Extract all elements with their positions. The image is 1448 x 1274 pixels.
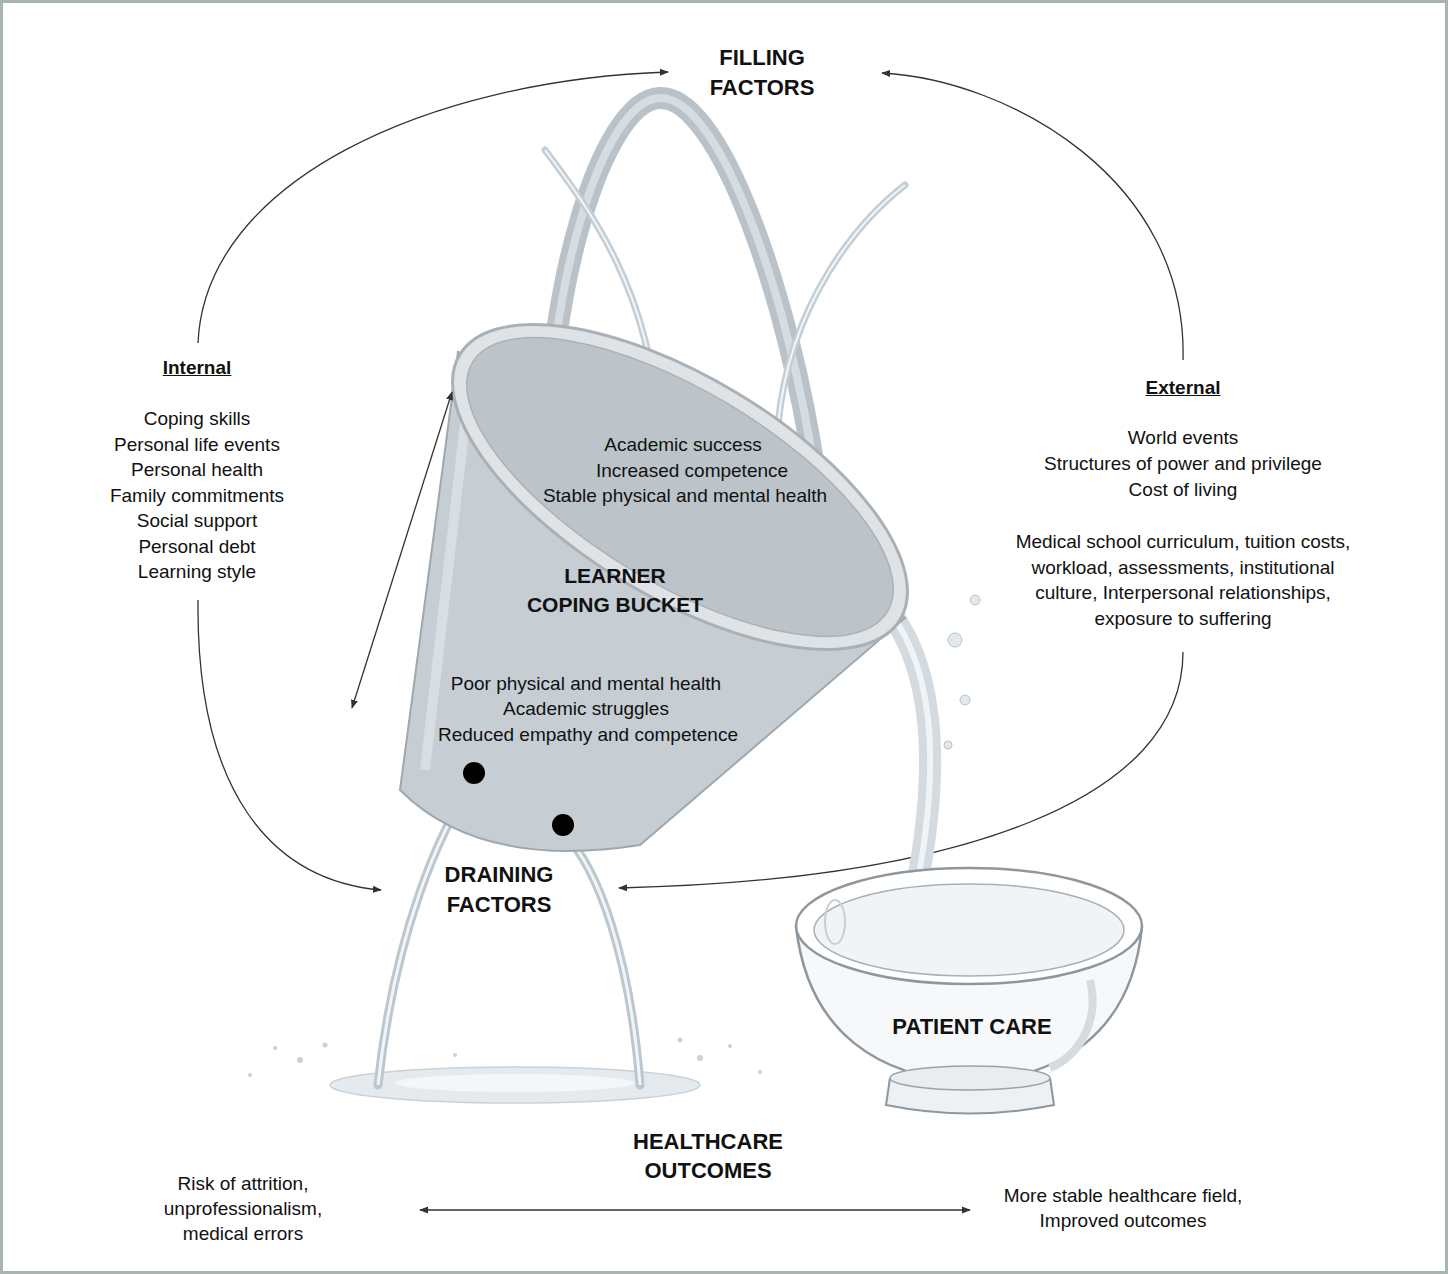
list-item: Personal life events xyxy=(67,433,327,457)
section-heading: DRAINING FACTORS xyxy=(434,860,564,920)
bowl-shading xyxy=(1050,980,1093,1068)
list-item: Coping skills xyxy=(67,407,327,431)
flow-arc xyxy=(198,72,668,343)
bowl-title: PATIENT CARE xyxy=(862,1012,1082,1042)
water-splash xyxy=(395,1074,635,1092)
group-heading: Internal xyxy=(97,356,297,380)
bucket-drain-item: Poor physical and mental health xyxy=(406,672,766,696)
list-item: Learning style xyxy=(67,560,327,584)
bucket-drain-item: Academic struggles xyxy=(406,697,766,721)
bucket-fill-item: Stable physical and mental health xyxy=(505,484,865,508)
list-item: Social support xyxy=(67,509,327,533)
bucket-drain-item: Reduced empathy and competence xyxy=(408,723,768,747)
pouring-water xyxy=(880,600,930,880)
flow-arc xyxy=(198,600,381,890)
bucket-fill-item: Increased competence xyxy=(512,459,872,483)
water-droplets xyxy=(248,1038,762,1078)
list-item: Family commitments xyxy=(67,484,327,508)
draining-stream-highlight xyxy=(563,832,640,1085)
bucket-opening xyxy=(423,280,937,694)
outcome-note: Risk of attrition, unprofessionalism, me… xyxy=(153,1171,333,1246)
outcome-note: More stable healthcare field, Improved o… xyxy=(988,1183,1258,1233)
incoming-stream-highlight xyxy=(778,185,905,425)
incoming-stream xyxy=(778,185,905,425)
flow-arc xyxy=(882,73,1183,360)
bowl-foot-ring xyxy=(890,1066,1050,1090)
group-heading: External xyxy=(1083,376,1283,400)
bucket-rim xyxy=(403,260,940,713)
list-item: World events xyxy=(1003,426,1363,450)
bucket-hole xyxy=(552,814,574,836)
patient-care-bowl: PATIENT CARE xyxy=(790,860,1150,1125)
spectrum-arrow xyxy=(352,392,452,708)
outcome-arrow xyxy=(420,1209,970,1210)
bucket-fill-item: Academic success xyxy=(503,433,863,457)
list-item: Cost of living xyxy=(1003,478,1363,502)
list-paragraph: Medical school curriculum, tuition costs… xyxy=(998,529,1368,631)
bucket-shine xyxy=(425,380,470,770)
pouring-water-highlight xyxy=(880,600,930,880)
list-item: Personal health xyxy=(67,458,327,482)
bucket-title: LEARNER COPING BUCKET xyxy=(524,561,706,619)
section-heading: FILLING FACTORS xyxy=(692,43,832,103)
draining-stream xyxy=(563,832,640,1085)
bowl-reflection xyxy=(825,900,845,944)
water-bubbles xyxy=(944,595,980,749)
bowl-inside xyxy=(814,884,1124,976)
list-item: Structures of power and privilege xyxy=(1003,452,1363,476)
coping-bucket: Academic successIncreased competenceStab… xyxy=(340,120,940,860)
bowl-rim xyxy=(796,868,1142,984)
bucket-hole xyxy=(463,762,485,784)
section-heading: HEALTHCARE OUTCOMES xyxy=(623,1127,793,1185)
patient-care-bowl-outline xyxy=(790,860,1150,1125)
list-item: Personal debt xyxy=(67,535,327,559)
